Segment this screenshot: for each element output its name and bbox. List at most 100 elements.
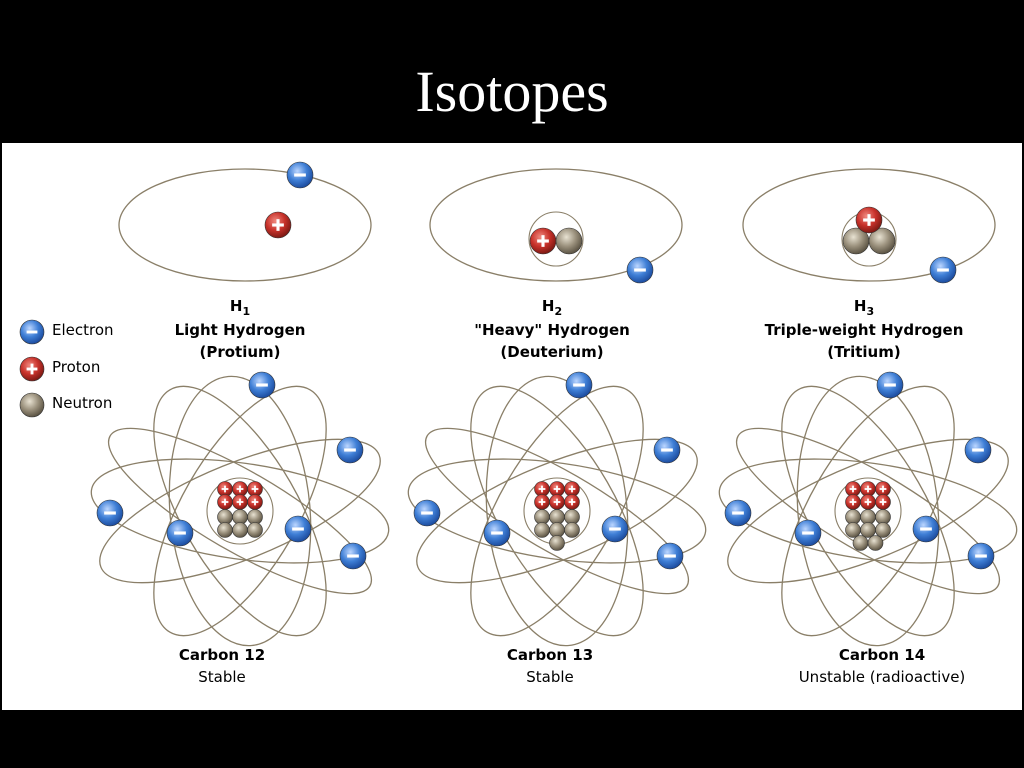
carbon-3-neutron-8 (867, 535, 884, 551)
hydrogen-1-name: Light Hydrogen (174, 321, 306, 339)
hydrogen-1-alt: (Protium) (199, 343, 281, 361)
carbon-12-name: Carbon 12 (178, 646, 266, 664)
hydrogen-2-symbol: H (541, 297, 555, 315)
carbon-2-orbit-4 (470, 385, 644, 637)
carbon-1-neutron-5 (232, 522, 248, 538)
carbon-2-proton-3 (564, 481, 580, 497)
carbon-3-proton-4 (845, 494, 861, 510)
carbon-1-orbit-6 (107, 427, 373, 595)
carbon-2-orbit-2 (416, 438, 698, 584)
carbon-1-orbit-5 (168, 375, 312, 647)
hydrogen-3-alt: (Tritium) (827, 343, 901, 361)
carbon-12-label: Carbon 12 Stable (72, 644, 372, 688)
carbon-3-electron-3 (724, 499, 752, 527)
carbon-1-orbit-2 (99, 438, 381, 584)
carbon-2-neutron-4 (534, 522, 550, 538)
carbon-2-neutron-7 (549, 535, 565, 551)
legend-electron-icon (19, 319, 45, 345)
carbon-2-electron-2 (653, 436, 681, 464)
carbon-3-orbit-6 (735, 427, 1001, 595)
legend-proton-icon (19, 356, 45, 382)
hydrogen-2-nucleus-ring (528, 211, 584, 267)
carbon-14-status: Unstable (radioactive) (798, 668, 966, 686)
hydrogen-1-label: H1 Light Hydrogen (Protium) (90, 295, 390, 363)
hydrogen-3-name: Triple-weight Hydrogen (764, 321, 964, 339)
carbon-1-electron-5 (284, 515, 312, 543)
hydrogen-2-label: H2 "Heavy" Hydrogen (Deuterium) (402, 295, 702, 363)
carbon-3-proton-6 (875, 494, 891, 510)
carbon-12-status: Stable (198, 668, 246, 686)
carbon-1-electron-6 (339, 542, 367, 570)
carbon-3-proton-5 (860, 494, 876, 510)
hydrogen-3-orbit (742, 168, 996, 282)
carbon-1-electron-4 (166, 519, 194, 547)
carbon-13-label: Carbon 13 Stable (400, 644, 700, 688)
carbon-14-name: Carbon 14 (838, 646, 926, 664)
hydrogen-3-electron (929, 256, 957, 284)
carbon-3-electron-4 (794, 519, 822, 547)
carbon-13-status: Stable (526, 668, 574, 686)
hydrogen-1-mass: 1 (242, 305, 251, 318)
carbon-13-name: Carbon 13 (506, 646, 594, 664)
carbon-2-electron-3 (413, 499, 441, 527)
carbon-2-proton-5 (549, 494, 565, 510)
carbon-2-proton-4 (534, 494, 550, 510)
carbon-2-electron-5 (601, 515, 629, 543)
hydrogen-3-symbol: H (853, 297, 867, 315)
carbon-1-electron-3 (96, 499, 124, 527)
carbon-1-proton-4 (217, 494, 233, 510)
hydrogen-2-neutron-1 (555, 227, 583, 255)
hydrogen-1-orbit (118, 168, 372, 282)
isotope-diagram: Electron Proton Neutron H1 Light Hydroge… (2, 143, 1022, 710)
carbon-2-proton-6 (564, 494, 580, 510)
hydrogen-3-mass: 3 (866, 305, 875, 318)
diagram-canvas (19, 161, 1018, 647)
carbon-1-electron-1 (248, 371, 276, 399)
carbon-2-orbit-6 (424, 427, 690, 595)
hydrogen-2-alt: (Deuterium) (500, 343, 604, 361)
slide-title: Isotopes (415, 59, 609, 124)
carbon-3-neutron-6 (875, 522, 891, 538)
hydrogen-3-neutron-2 (868, 227, 896, 255)
hydrogen-3-proton (855, 206, 883, 234)
hydrogen-2-mass: 2 (554, 305, 563, 318)
carbon-1-orbit-4 (153, 385, 327, 637)
carbon-3-orbit-1 (718, 458, 1018, 564)
carbon-3-electron-1 (876, 371, 904, 399)
legend-label-proton: Proton (52, 358, 101, 376)
hydrogen-2-electron (626, 256, 654, 284)
carbon-2-orbit-1 (407, 458, 707, 564)
carbon-1-neutron-6 (247, 522, 263, 538)
hydrogen-2-name: "Heavy" Hydrogen (474, 321, 630, 339)
carbon-1-orbit-1 (90, 458, 390, 564)
carbon-3-orbit-5 (796, 375, 940, 647)
carbon-3-neutron-5 (860, 522, 876, 538)
legend-neutron-icon (19, 392, 45, 418)
carbon-3-electron-6 (967, 542, 995, 570)
carbon-3-electron-5 (912, 515, 940, 543)
carbon-1-proton-5 (232, 494, 248, 510)
carbon-2-electron-6 (656, 542, 684, 570)
carbon-3-orbit-4 (781, 385, 955, 637)
hydrogen-1-electron (286, 161, 314, 189)
carbon-2-orbit-5 (485, 375, 629, 647)
carbon-2-electron-1 (565, 371, 593, 399)
hydrogen-2-orbit (429, 168, 683, 282)
carbon-1-electron-2 (336, 436, 364, 464)
hydrogen-2-proton (529, 227, 557, 255)
carbon-3-neutron-4 (845, 522, 861, 538)
legend-label-neutron: Neutron (52, 394, 113, 412)
carbon-3-neutron-7 (852, 535, 869, 551)
carbon-1-neutron-4 (217, 522, 233, 538)
hydrogen-1-proton (264, 211, 292, 239)
carbon-14-label: Carbon 14 Unstable (radioactive) (732, 644, 1024, 688)
legend-label-electron: Electron (52, 321, 114, 339)
carbon-3-electron-2 (964, 436, 992, 464)
carbon-2-electron-4 (483, 519, 511, 547)
carbon-3-orbit-2 (727, 438, 1009, 584)
carbon-2-neutron-6 (564, 522, 580, 538)
carbon-1-proton-2 (232, 481, 248, 497)
hydrogen-3-label: H3 Triple-weight Hydrogen (Tritium) (714, 295, 1014, 363)
hydrogen-1-symbol: H (229, 297, 243, 315)
carbon-1-proton-6 (247, 494, 263, 510)
